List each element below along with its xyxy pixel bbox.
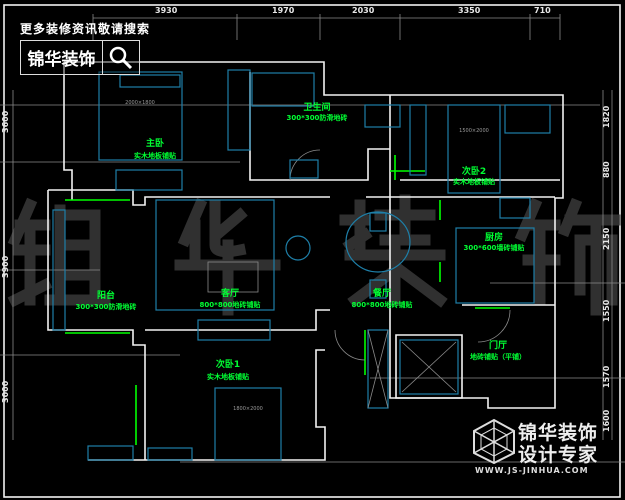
room-floor-bed1: 实木地板铺贴 bbox=[207, 372, 249, 381]
logo-url: WWW.JS-JINHUA.COM bbox=[475, 466, 589, 475]
bed-size-label: 2000×1800 bbox=[125, 100, 155, 106]
promo-text: 更多装修资讯敬请搜索 bbox=[20, 22, 151, 36]
room-name-bath: 卫生间 bbox=[303, 101, 330, 113]
bed-size-label: 1800×2000 bbox=[233, 406, 263, 412]
dimension-label: 2150 bbox=[602, 227, 611, 250]
dimension-label: 1570 bbox=[602, 365, 611, 388]
dimension-label: 1970 bbox=[272, 6, 295, 15]
dimension-label: 3600 bbox=[1, 110, 10, 133]
dimension-label: 3900 bbox=[1, 255, 10, 278]
dimension-label: 710 bbox=[534, 6, 551, 15]
dimension-label: 1550 bbox=[602, 299, 611, 322]
furniture: 2000×1800 1500×2000 1800×2000 bbox=[52, 69, 551, 461]
bed2-bed bbox=[447, 104, 501, 194]
dimension-label: 3000 bbox=[1, 380, 10, 403]
room-name-balcony: 阳台 bbox=[97, 289, 115, 301]
room-name-bed1: 次卧1 bbox=[216, 358, 240, 370]
living-sofa-area bbox=[155, 199, 275, 311]
drawing-frame bbox=[3, 4, 621, 498]
search-banner[interactable]: 锦华装饰 bbox=[20, 40, 140, 75]
company-logo: 锦华装饰 设计专家 WWW.JS-JINHUA.COM bbox=[470, 418, 610, 480]
master-bed bbox=[98, 71, 183, 161]
dimension-label: 1600 bbox=[602, 409, 611, 432]
dimension-label: 1820 bbox=[602, 105, 611, 128]
search-brand-label: 锦华装饰 bbox=[21, 41, 103, 74]
room-floor-foyer: 地砖铺贴（平铺） bbox=[470, 352, 526, 361]
room-floor-balcony: 300*300防滑地砖 bbox=[76, 302, 137, 311]
dimension-label: 2030 bbox=[352, 6, 375, 15]
room-name-foyer: 门厅 bbox=[489, 339, 507, 351]
watermark-glyph bbox=[7, 197, 111, 308]
dimension-lines bbox=[0, 14, 625, 463]
foyer-cabinet bbox=[399, 339, 459, 395]
room-name-living: 客厅 bbox=[220, 287, 239, 299]
dimension-labels-top: 3930 1970 2030 3350 710 bbox=[155, 6, 551, 15]
room-floor-bath: 300*300防滑地砖 bbox=[287, 113, 348, 122]
cube-logo-icon bbox=[473, 418, 515, 464]
watermark-glyph bbox=[514, 197, 621, 316]
room-floor-dining: 800*800地砖铺贴 bbox=[352, 300, 413, 309]
bed-size-label: 1500×2000 bbox=[459, 128, 489, 134]
room-name-kitchen: 厨房 bbox=[485, 231, 503, 243]
room-floor-bed2: 实木地板铺贴 bbox=[453, 177, 495, 186]
dimension-label: 3930 bbox=[155, 6, 178, 15]
room-labels: 主卧 实木地板铺贴 卫生间 300*300防滑地砖 次卧2 实木地板铺贴 阳台 … bbox=[76, 101, 526, 381]
dimension-label: 3350 bbox=[458, 6, 481, 15]
watermark-glyph bbox=[339, 194, 448, 308]
room-floor-living: 800*800地砖铺贴 bbox=[200, 300, 261, 309]
logo-line2: 设计专家 bbox=[518, 444, 599, 466]
dimension-label: 880 bbox=[602, 161, 611, 178]
dimension-labels-left: 3600 3900 3000 bbox=[1, 110, 10, 403]
logo-line1: 锦华装饰 bbox=[518, 422, 599, 444]
bed1-bed bbox=[214, 387, 282, 461]
bathtub bbox=[251, 72, 315, 107]
room-name-bed2: 次卧2 bbox=[462, 165, 486, 177]
room-floor-kitchen: 300*600墙砖铺贴 bbox=[464, 243, 525, 252]
room-name-dining: 餐厅 bbox=[372, 287, 391, 299]
search-button[interactable] bbox=[103, 41, 139, 74]
room-name-master: 主卧 bbox=[146, 137, 164, 149]
watermark bbox=[7, 194, 621, 316]
watermark-glyph bbox=[174, 197, 281, 316]
dining-table bbox=[345, 211, 411, 273]
room-floor-master: 实木地板铺贴 bbox=[134, 151, 176, 160]
wash-basin bbox=[364, 104, 401, 128]
dimension-labels-right: 1820 880 2150 1550 1570 1600 bbox=[602, 105, 611, 432]
kitchen-counter bbox=[455, 227, 535, 304]
magnifier-icon bbox=[109, 46, 133, 69]
